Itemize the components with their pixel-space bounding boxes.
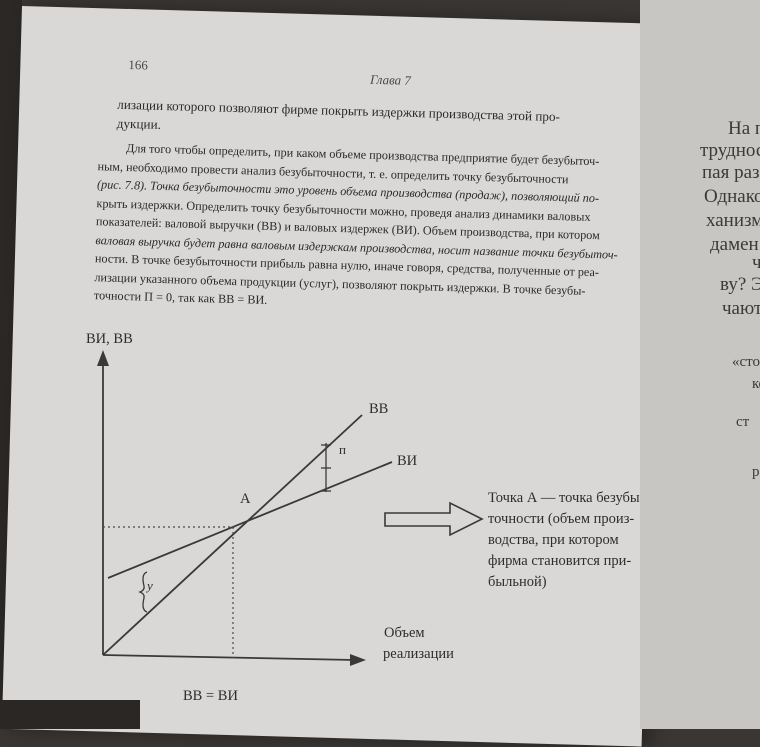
vv-line [102,414,363,656]
loss-label: у [147,578,153,593]
callout-line: фирма становится при- [488,553,632,569]
breakeven-figure [97,350,484,666]
y-axis-label: ВИ, ВВ [86,331,133,347]
facing-text: дамен [710,234,759,255]
facing-text: р [752,464,760,480]
callout-line: точности (объем произ- [488,511,635,527]
callout-line: водства, при котором [488,532,619,548]
x-axis-label-1: Объем [384,625,425,641]
facing-text: ву? Э [720,274,760,295]
bottom-shadow [0,700,140,729]
profit-label: п [339,442,346,457]
callout-arrow [384,501,484,537]
callout-line: быльной) [488,574,547,590]
facing-text: ч [752,252,760,273]
x-axis-arrow [350,654,366,666]
point-a-label: A [240,491,251,507]
vv-line-label: ВВ [369,401,389,417]
x-axis [102,654,356,661]
facing-text: ст [736,414,750,430]
loss-brace [138,571,148,613]
facing-page: На п трудност пая раз Однако ханизм даме… [640,0,760,729]
facing-text: кон [752,376,760,392]
y-axis-arrow [97,350,109,366]
bottom-label: ВВ = ВИ [183,688,238,704]
callout-line: Точка А — точка безубы- [488,490,645,506]
facing-text: На п [728,118,760,139]
facing-text: «сто [732,354,760,370]
facing-text: Однако [704,186,760,207]
x-axis-label-2: реализации [383,646,454,662]
facing-text: трудност [700,140,760,161]
facing-text: чают [722,298,760,319]
vi-line [107,461,393,579]
facing-text: ханизм [706,210,760,231]
callout-text: Точка А — точка безубы- точности (объем … [488,488,678,593]
vi-line-label: ВИ [397,453,418,469]
facing-text: пая раз [702,162,760,183]
